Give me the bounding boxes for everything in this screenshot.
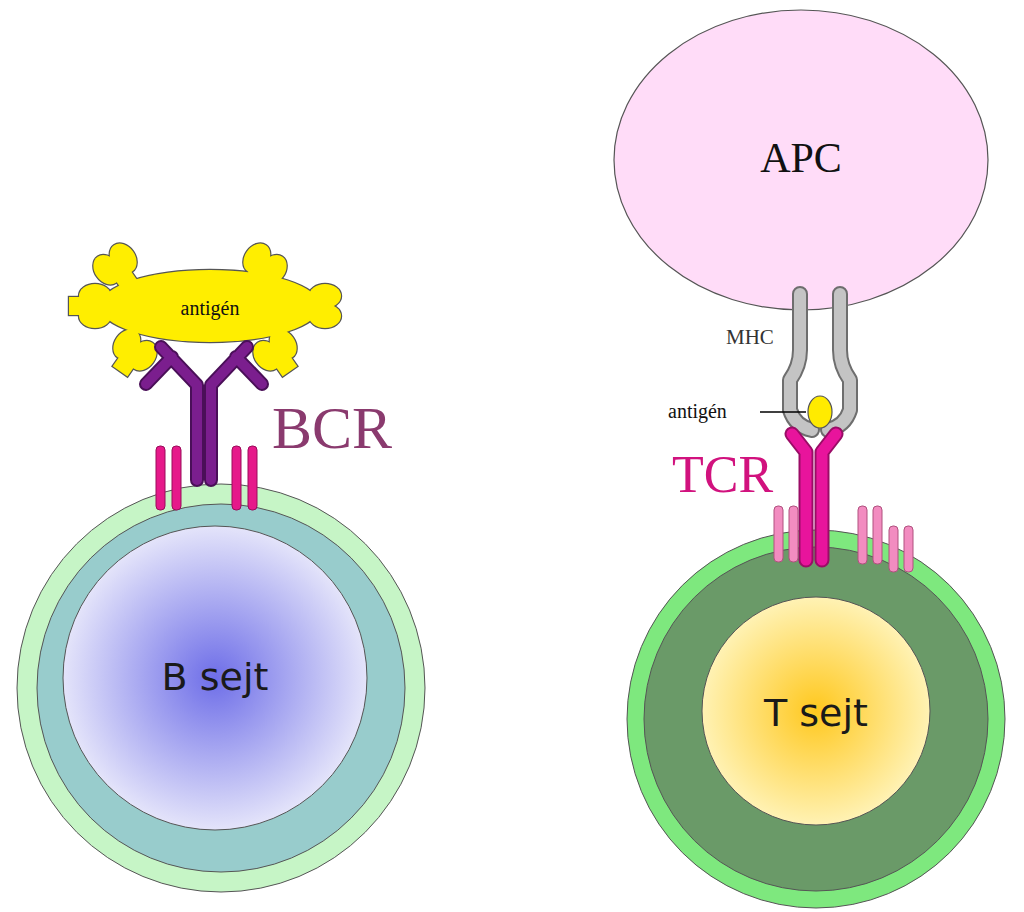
- leader-line: [760, 411, 806, 412]
- b-cell: B sejt: [15, 482, 427, 894]
- molecule-label: MHC: [726, 326, 774, 349]
- cell-name: T sejt: [764, 693, 868, 735]
- mhc-molecule: [790, 294, 850, 430]
- cell-name: APC: [760, 135, 842, 181]
- receptor-label: BCR: [272, 395, 392, 461]
- presented-antigen: [808, 396, 832, 428]
- antigen-label: antigén: [668, 400, 727, 422]
- cell-name: B sejt: [162, 657, 269, 699]
- t-cell: T sejt: [625, 528, 1007, 910]
- apc-cell: APC: [612, 8, 990, 312]
- cell-name: antigén: [181, 297, 240, 319]
- receptor-label: TCR: [672, 446, 773, 503]
- antigen-blob: antigén: [70, 242, 350, 372]
